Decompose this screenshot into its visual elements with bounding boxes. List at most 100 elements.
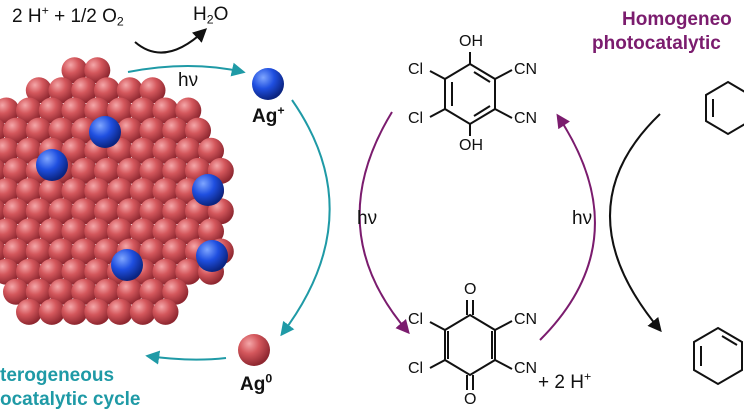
particle-atom xyxy=(116,278,143,305)
particle-atom xyxy=(152,137,179,164)
particle-atom xyxy=(84,258,111,285)
ddqh2-cn-1: CN xyxy=(514,61,538,78)
deposition-arrow xyxy=(145,350,227,365)
ddqh2-structure xyxy=(429,52,513,136)
particle-atom xyxy=(71,278,98,305)
hv-label-top: hν xyxy=(178,70,199,91)
excitation-arrow xyxy=(358,111,410,335)
ddqh2-cl-2: Cl xyxy=(408,110,424,127)
ddq-cn-2: CN xyxy=(514,360,538,377)
particle-atom xyxy=(139,238,166,265)
ag-plus-label: Ag+ xyxy=(252,103,285,127)
particle-atom xyxy=(38,97,65,124)
particle-atom xyxy=(129,218,156,245)
particle-atom xyxy=(71,77,98,104)
particle-atom xyxy=(3,157,29,184)
particle-atom xyxy=(84,218,111,245)
particle-atom xyxy=(0,137,20,164)
particle-atom xyxy=(48,278,75,305)
particle-atom xyxy=(94,77,120,104)
particle-atom xyxy=(84,298,111,325)
particle-atom xyxy=(198,218,224,245)
silver-ion-site xyxy=(36,149,68,181)
proton-oxygen-equation: 2 H+ + 1/2 O2 xyxy=(12,3,124,29)
particle-atom xyxy=(107,298,133,325)
particle-atom xyxy=(25,77,52,104)
silver-nanoparticle-illustration xyxy=(0,57,234,325)
particle-atom xyxy=(38,258,65,285)
heterogeneous-cycle-title: terogeneous ocatalytic cycle xyxy=(0,365,141,410)
particle-atom xyxy=(0,218,20,245)
particle-atom xyxy=(16,298,42,325)
particle-atom xyxy=(162,238,189,265)
ddq-cn-1: CN xyxy=(514,311,538,328)
particle-atom xyxy=(16,218,42,245)
ddq-o-top: O xyxy=(464,281,477,298)
particle-atom xyxy=(61,218,88,245)
particle-atom xyxy=(175,137,202,164)
particle-atom xyxy=(61,298,88,325)
ddqh2-oh-top: OH xyxy=(459,33,483,50)
particle-atom xyxy=(152,298,179,325)
particle-atom xyxy=(162,198,189,225)
particle-atom xyxy=(94,278,120,305)
particle-atom xyxy=(152,258,179,285)
water-formation-arrow xyxy=(134,28,208,54)
particle-atom xyxy=(61,258,88,285)
particle-atom xyxy=(25,198,52,225)
particle-atom xyxy=(16,97,42,124)
particle-atom xyxy=(84,178,111,205)
ddq-cl-2: Cl xyxy=(408,360,424,377)
particle-atom xyxy=(94,198,120,225)
water-label: H2O xyxy=(193,4,229,27)
particle-atom xyxy=(139,157,166,184)
particle-atom xyxy=(71,157,98,184)
particle-atom xyxy=(3,117,29,144)
particle-atom xyxy=(61,178,88,205)
ddqh2-oh-bottom: OH xyxy=(459,137,483,154)
ddq-o-bottom: O xyxy=(464,391,477,408)
particle-atom xyxy=(175,218,202,245)
particle-atom xyxy=(48,117,75,144)
particle-atom xyxy=(0,258,20,285)
particle-atom xyxy=(116,117,143,144)
particle-atom xyxy=(3,198,29,225)
substrate-oxidation-arrow xyxy=(609,113,662,333)
particle-atom xyxy=(48,198,75,225)
reduction-arc-arrow xyxy=(280,99,331,337)
particle-atom xyxy=(175,258,202,285)
particle-atom xyxy=(129,137,156,164)
particle-atom xyxy=(116,77,143,104)
particle-atom xyxy=(107,178,133,205)
particle-atom xyxy=(3,278,29,305)
ag-zero-sphere xyxy=(238,334,270,366)
particle-atom xyxy=(129,298,156,325)
particle-atom xyxy=(107,97,133,124)
particle-atom xyxy=(152,178,179,205)
particle-atom xyxy=(116,157,143,184)
particle-atom xyxy=(38,218,65,245)
particle-atom xyxy=(38,298,65,325)
particle-atom xyxy=(84,57,111,84)
particle-atom xyxy=(16,178,42,205)
particle-atom xyxy=(152,97,179,124)
substrate-benzene-ring xyxy=(705,80,744,136)
particle-atom xyxy=(139,198,166,225)
particle-atom xyxy=(25,278,52,305)
particle-atom xyxy=(185,117,211,144)
particle-atom xyxy=(48,77,75,104)
silver-ion-site xyxy=(89,116,121,148)
particle-atom xyxy=(38,178,65,205)
particle-atom xyxy=(152,218,179,245)
regeneration-arrow xyxy=(539,113,596,341)
ddq-structure xyxy=(429,300,513,390)
particle-atom xyxy=(139,117,166,144)
oxidation-arrow xyxy=(127,62,246,77)
silver-ion-site xyxy=(196,240,228,272)
silver-ion-site xyxy=(192,174,224,206)
particle-atom xyxy=(16,258,42,285)
particle-atom xyxy=(162,117,189,144)
particle-atom xyxy=(3,238,29,265)
particle-atom xyxy=(129,178,156,205)
